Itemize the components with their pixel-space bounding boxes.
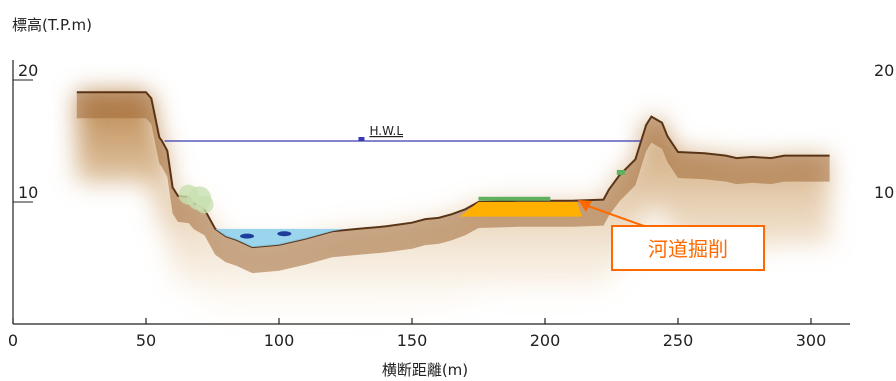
fish-icon	[240, 233, 255, 239]
river-water	[215, 228, 346, 248]
x-tick-label: 300	[796, 331, 827, 350]
x-tick-label: 250	[663, 331, 694, 350]
vegetation	[178, 169, 625, 214]
y-tick-label: 10	[18, 183, 38, 202]
x-ticks: 0 50 100 150 200 250 300	[8, 318, 826, 350]
grass-patch	[616, 169, 625, 175]
x-tick-label: 100	[264, 331, 295, 350]
x-tick-label: 200	[530, 331, 561, 350]
hwl-marker	[358, 137, 365, 141]
y-axis-label: 標高(T.P.m)	[12, 16, 92, 34]
x-tick-label: 0	[8, 331, 18, 350]
x-tick-label: 50	[136, 331, 156, 350]
y-ticks: 20 10 20 10	[13, 61, 894, 203]
ground-profile	[76, 92, 830, 274]
grass-patch	[478, 196, 551, 201]
hwl-label: H.W.L	[369, 124, 403, 138]
y-tick-label-right: 20	[874, 61, 894, 80]
callout-arrowhead	[578, 200, 592, 212]
x-tick-label: 150	[397, 331, 428, 350]
callout-label: 河道掘削	[648, 237, 728, 261]
y-tick-label-right: 10	[874, 183, 894, 202]
excavation-area	[459, 202, 583, 217]
x-axis-label: 横断距離(m)	[382, 361, 468, 379]
tree-icon	[195, 195, 214, 214]
callout-arrow	[587, 205, 645, 227]
fish-icons	[240, 231, 292, 239]
y-tick-label: 20	[18, 61, 38, 80]
fish-icon	[277, 231, 292, 237]
callout-box	[611, 225, 765, 271]
